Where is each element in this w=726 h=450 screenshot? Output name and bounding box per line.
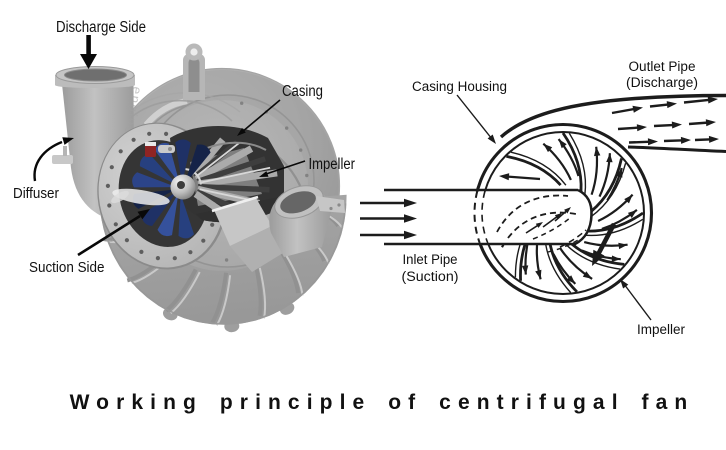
svg-text:Inlet Pipe: Inlet Pipe <box>403 252 458 267</box>
svg-text:Working principle of centrifug: Working principle of centrifugal fan <box>70 391 695 414</box>
svg-text:Impeller: Impeller <box>309 156 356 173</box>
svg-text:Discharge Side: Discharge Side <box>56 19 146 36</box>
svg-text:Diffuser: Diffuser <box>13 186 59 202</box>
svg-text:(Discharge): (Discharge) <box>626 75 698 90</box>
svg-text:Casing Housing: Casing Housing <box>412 79 507 94</box>
svg-text:Suction Side: Suction Side <box>29 260 105 276</box>
svg-text:Impeller: Impeller <box>637 322 686 337</box>
svg-text:Casing: Casing <box>282 83 323 100</box>
svg-text:Outlet Pipe: Outlet Pipe <box>629 59 696 74</box>
svg-text:(Suction): (Suction) <box>402 269 459 284</box>
